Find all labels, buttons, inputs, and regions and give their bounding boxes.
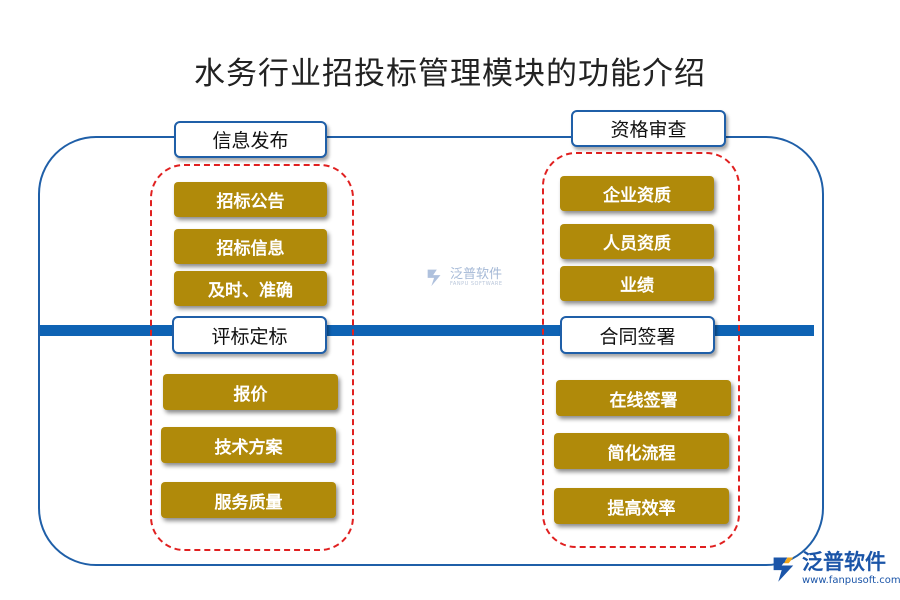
item-bid-announcement: 招标公告: [174, 182, 327, 217]
watermark-sub: FANPU SOFTWARE: [450, 280, 503, 287]
item-personnel-qualification: 人员资质: [560, 224, 714, 259]
corner-logo-url: www.fanpusoft.com: [802, 575, 900, 586]
item-enterprise-qualification: 企业资质: [560, 176, 714, 211]
item-technical-plan: 技术方案: [161, 427, 336, 463]
label-qualification-review: 资格审查: [571, 110, 726, 147]
fanpu-logo-icon: [773, 557, 794, 582]
item-bid-info: 招标信息: [174, 229, 327, 264]
watermark-name: 泛普软件: [450, 266, 503, 282]
corner-logo: 泛普软件 www.fanpusoft.com: [770, 552, 900, 586]
right-dashed-group: [542, 152, 740, 548]
divider-bar: [40, 325, 814, 336]
item-improve-efficiency: 提高效率: [554, 488, 729, 524]
corner-logo-name: 泛普软件: [802, 550, 886, 574]
page-title: 水务行业招投标管理模块的功能介绍: [194, 56, 706, 92]
fanpu-logo-icon: [427, 269, 441, 287]
label-contract-signing: 合同签署: [560, 316, 715, 354]
item-service-quality: 服务质量: [161, 482, 336, 518]
center-watermark: 泛普软件 FANPU SOFTWARE: [424, 266, 503, 288]
item-quotation: 报价: [163, 374, 338, 410]
outer-frame: [38, 136, 824, 566]
left-dashed-group: [150, 164, 354, 551]
item-online-signing: 在线签署: [556, 380, 731, 416]
item-timely-accurate: 及时、准确: [174, 271, 327, 306]
item-performance: 业绩: [560, 266, 714, 301]
item-simplify-process: 简化流程: [554, 433, 729, 469]
label-bid-evaluation: 评标定标: [172, 316, 327, 354]
label-info-publish: 信息发布: [174, 121, 327, 158]
